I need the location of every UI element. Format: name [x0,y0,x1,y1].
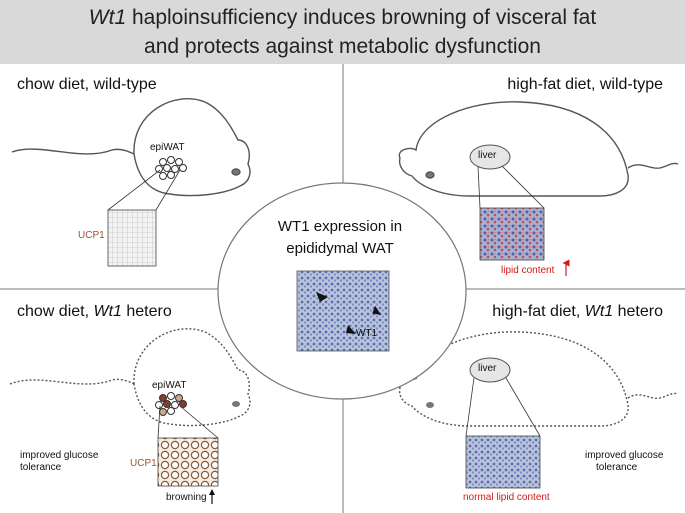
center-title-line-2: epididymal WAT [286,240,394,257]
liver-label: liver [478,363,497,374]
glucose-note-right-line1: improved glucose [585,450,664,461]
label-chow-hetero: chow diet, Wt1 hetero [17,303,172,321]
liver-label: liver [478,150,497,161]
zoom-line-right [501,165,545,209]
liver-organ-hetero [469,357,511,383]
title-line-2: and protects against metabolic dysfuncti… [144,35,541,58]
epiwat-label: epiWAT [150,142,185,153]
epiwat-fat-cluster [155,156,187,180]
mouse-wildtype-highfat [398,101,679,197]
mouse-eye [426,402,434,408]
lipid-content-label: lipid content [501,265,555,276]
zoom-line-left [477,165,481,209]
label-gene: Wt1 [584,303,614,320]
label-suffix: hetero [121,303,172,320]
ucp1-histology-browning [157,437,219,487]
liver-histology-lipid [479,207,545,261]
zoom-line-left [465,377,475,437]
label-suffix: hetero [613,303,663,320]
title-line-1-text: haploinsufficiency induces browning of v… [126,6,597,29]
label-prefix: high-fat diet, [492,303,585,320]
ucp1-label: UCP1 [78,230,105,241]
arrow-head [209,489,215,495]
label-highfat-wildtype: high-fat diet, wild-type [507,76,663,93]
zoom-line-left [107,169,161,211]
epiwat-label: epiWAT [152,380,187,391]
label-highfat-hetero: high-fat diet, Wt1 hetero [492,303,663,321]
arrowhead-marker [372,305,382,315]
arrowhead-marker [346,325,356,334]
zoom-line-right [505,377,541,437]
mouse-hetero-chow [9,328,251,427]
zoom-line-right [179,405,219,439]
center-title-line-1: WT1 expression in [277,218,403,235]
epiwat-browning-cluster [155,392,187,416]
title-gene-name: Wt1 [88,6,127,29]
glucose-note-left-line2: tolerance [20,462,62,473]
liver-organ-wildtype [469,144,511,170]
title-line-1: Wt1 haploinsufficiency induces browning … [0,0,685,32]
zoom-line-right [155,169,181,211]
glucose-note-left-line1: improved glucose [20,450,99,461]
arrowhead-marker [316,292,328,302]
label-prefix: chow diet, [17,303,94,320]
mouse-wildtype-chow [11,98,251,197]
label-chow-wildtype: chow diet, wild-type [17,76,157,93]
zoom-line-left [157,405,161,439]
ucp1-label: UCP1 [130,458,157,469]
liver-histology-normal [465,435,541,489]
wt1-marker-label: WT1 [356,328,378,339]
browning-label: browning [166,492,207,503]
title-banner: Wt1 haploinsufficiency induces browning … [0,0,685,64]
glucose-note-right-line2: tolerance [596,462,638,473]
ucp1-histology-wildtype [107,209,157,267]
normal-lipid-label: normal lipid content [463,492,550,503]
label-gene: Wt1 [93,303,122,320]
